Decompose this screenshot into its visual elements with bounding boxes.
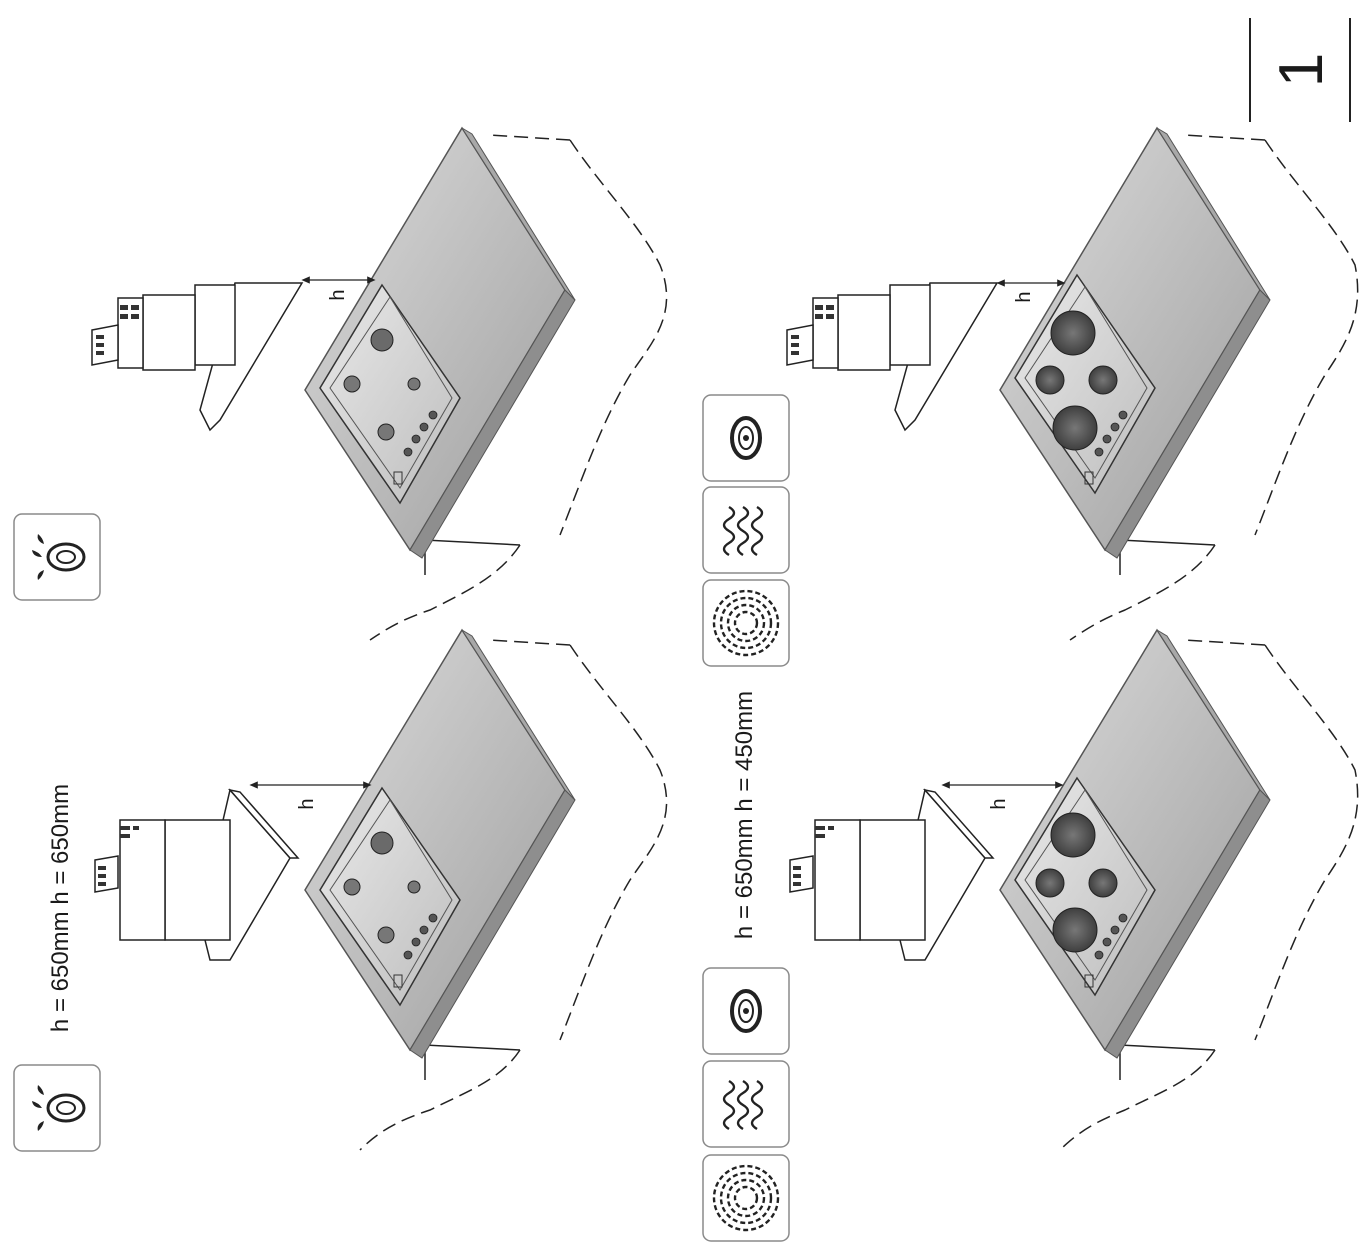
electric-icons-left bbox=[702, 967, 790, 1242]
cell-top-left: h bbox=[94, 628, 668, 1151]
electric-icons-right bbox=[702, 394, 790, 667]
radiant-hob-icon bbox=[702, 579, 790, 667]
radiant-hob-icon bbox=[702, 1154, 790, 1242]
gas-hob bbox=[319, 283, 461, 505]
cell-bottom-right: h bbox=[786, 126, 1359, 641]
solid-plate-icon bbox=[702, 394, 790, 482]
height-label-bottom: h = 650mm h = 450mm bbox=[731, 691, 758, 939]
worktop bbox=[304, 628, 566, 1052]
gas-burner-icon bbox=[13, 513, 101, 601]
gas-hob bbox=[319, 786, 461, 1007]
page-number: 1 bbox=[1267, 53, 1336, 87]
gas-burner-icon bbox=[13, 1064, 101, 1152]
worktop bbox=[304, 126, 566, 552]
coil-hob-icon bbox=[702, 486, 790, 574]
clearance-label: h bbox=[296, 798, 318, 809]
cell-top-right: h bbox=[91, 126, 668, 641]
page-number-block: 1 bbox=[1249, 18, 1351, 122]
electric-hob bbox=[1014, 273, 1156, 495]
clearance-label: h bbox=[327, 289, 349, 300]
electric-hob bbox=[1014, 776, 1156, 997]
height-label-top: h = 650mm h = 650mm bbox=[47, 784, 74, 1032]
cooker-hood bbox=[94, 788, 300, 961]
solid-plate-icon bbox=[702, 967, 790, 1055]
cooker-hood bbox=[786, 282, 999, 432]
coil-hob-icon bbox=[702, 1060, 790, 1148]
clearance-label: h bbox=[988, 798, 1010, 809]
clearance-label: h bbox=[1013, 291, 1035, 302]
cooker-hood bbox=[789, 788, 995, 961]
cell-bottom-left: h bbox=[789, 628, 1359, 1151]
